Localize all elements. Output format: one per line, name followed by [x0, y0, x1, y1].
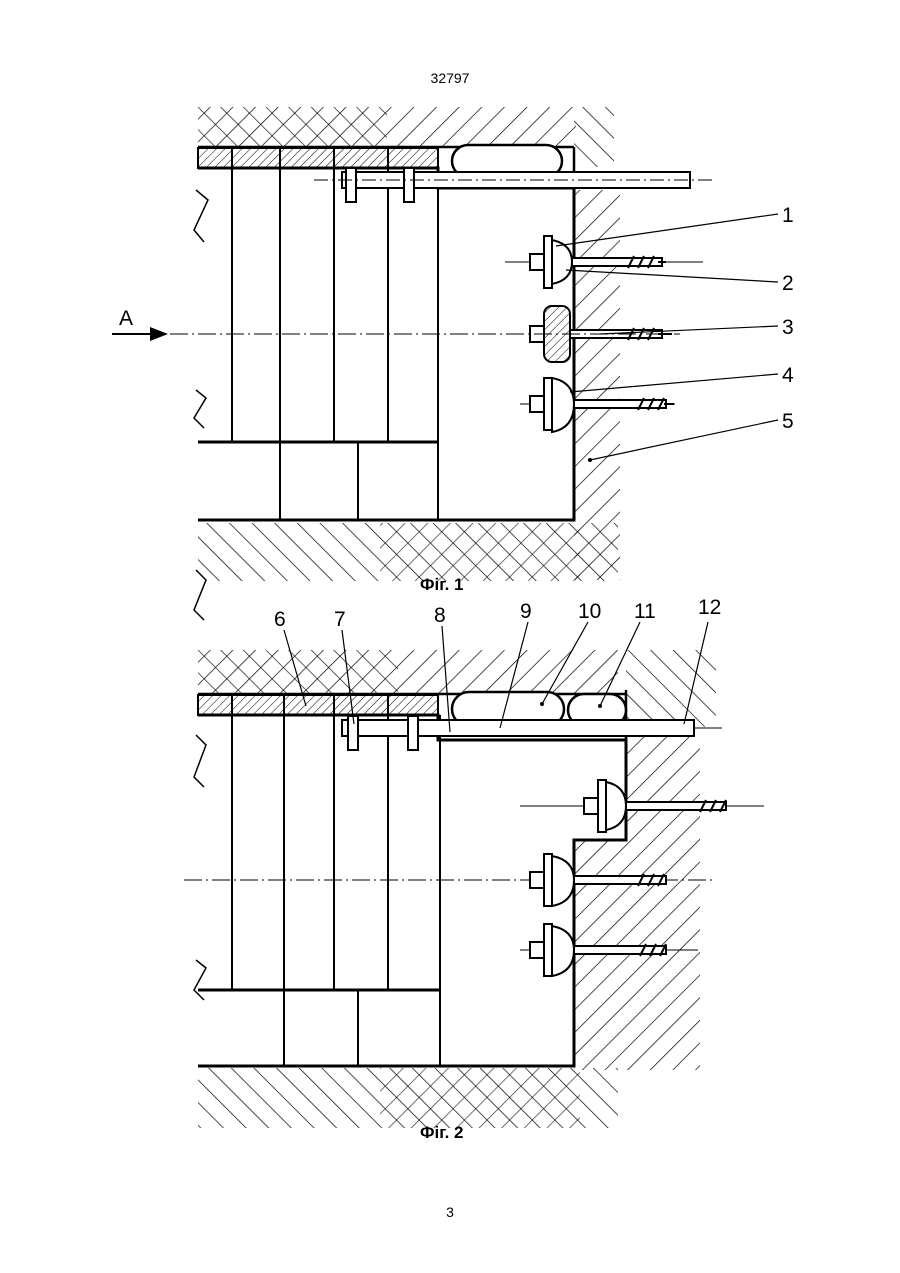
callout-9: 9: [520, 600, 532, 623]
right-wall-upper-hatch: [574, 107, 614, 167]
callout-10: 10: [578, 600, 601, 623]
callout-12: 12: [698, 596, 721, 619]
lining-strip: [198, 148, 438, 168]
callout-2: 2: [782, 272, 794, 295]
callout-4: 4: [782, 364, 794, 387]
figure-2-caption: Фіг. 2: [420, 1123, 464, 1142]
page-number: 3: [0, 1204, 900, 1220]
callout-11: 11: [634, 600, 656, 623]
callout-7: 7: [334, 608, 346, 631]
callout-8: 8: [434, 604, 446, 627]
figure-1: [112, 107, 778, 581]
callout-5: 5: [782, 410, 794, 433]
fig2-right-wall-hatch: [574, 735, 700, 1070]
right-wall-hatch: [574, 190, 620, 580]
figure-1-caption: Фіг. 1: [420, 575, 464, 594]
figure-2: [184, 570, 764, 1128]
callout-6: 6: [274, 608, 286, 631]
callout-3: 3: [782, 316, 794, 339]
callout-1: 1: [782, 204, 794, 227]
view-arrow-label: А: [119, 307, 133, 330]
